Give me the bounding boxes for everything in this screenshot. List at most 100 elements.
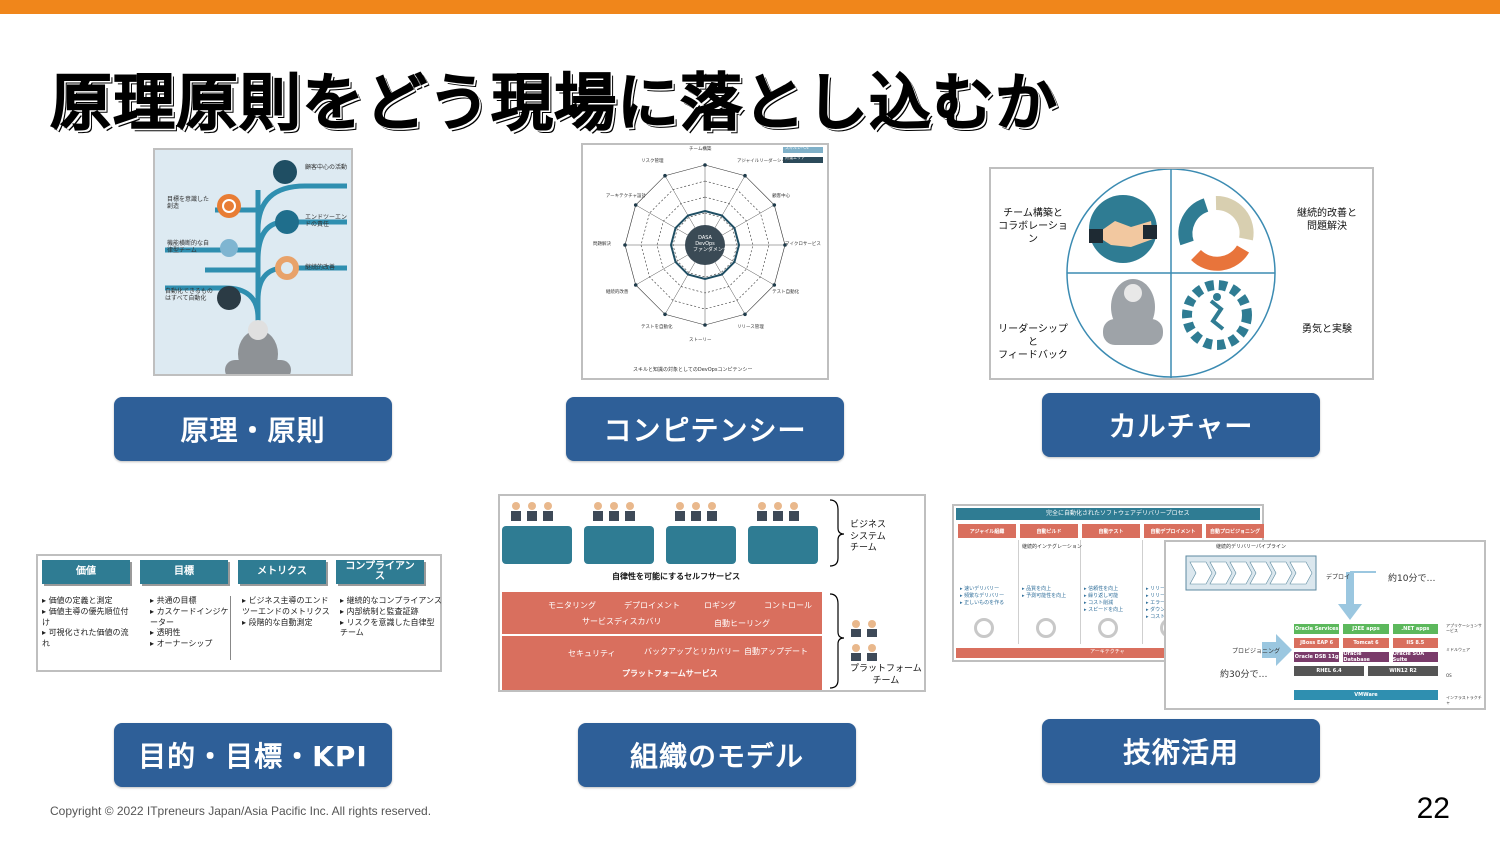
page-title: 原理原則をどう現場に落とし込むか: [49, 66, 1059, 140]
goals-column: ▸ ビジネス主導のエンドツーエンドのメトリクス ▸ 段階的な自動測定: [242, 596, 334, 628]
list-item: ▸ 段階的な自動測定: [242, 617, 313, 627]
culture-figure: チーム構築と コラボレーション 継続的改善と 問題解決 リーダーシップと フィー…: [989, 167, 1374, 380]
radar-point: [743, 312, 747, 317]
platform-services-box: モニタリング デプロイメント ロギング コントロール サービスディスカバリ 自動…: [502, 592, 822, 690]
process-bullet: ▸ エラー削減: [1146, 600, 1176, 606]
copyright-footer: Copyright © 2022 ITpreneurs Japan/Asia P…: [50, 804, 432, 818]
process-bullet: ▸ 頻繁なデリバリー: [960, 593, 1005, 599]
radar-point: [772, 283, 777, 287]
service-label: 自動ヒーリング: [714, 619, 770, 628]
list-item: ▸ 共通の目標: [150, 596, 197, 605]
goals-table: 価値 目標 メトリクス コンプライアンス ▸ 価値の定義と測定 ▸ 価値主導の優…: [36, 554, 442, 672]
principle-item: 顧客中心の活動: [305, 164, 348, 171]
stack-chip: J2EE apps: [1343, 624, 1389, 634]
goals-column: ▸ 価値の定義と測定 ▸ 価値主導の優先順位付け ▸ 可視化された価値の流れ: [42, 596, 132, 650]
radar-point: [772, 203, 777, 207]
radar-axis-label: 継続的改善: [605, 290, 629, 295]
column-separator: [1142, 540, 1143, 644]
principle-item: 目標を意識した創造: [167, 196, 210, 211]
service-label: サービスディスカバリ: [582, 617, 662, 626]
radar-axis-label: ストーリー: [689, 338, 712, 343]
goals-header: コンプライアンス: [336, 560, 424, 584]
culture-button[interactable]: カルチャー: [1042, 393, 1320, 457]
org-model-button[interactable]: 組織のモデル: [578, 723, 856, 787]
radar-point: [623, 243, 627, 247]
goals-kpi-button[interactable]: 目的・目標・KPI: [114, 723, 392, 787]
radar-point: [633, 203, 638, 207]
team-box: [748, 526, 818, 564]
stack-chip: Oracle DSB 11g: [1294, 652, 1340, 662]
gear-icon: [974, 618, 994, 638]
process-header: 完全に自動化されたソフトウェアデリバリープロセス: [1046, 510, 1190, 517]
column-separator: [1080, 540, 1081, 644]
radar-axis-label: リスク管理: [641, 158, 664, 164]
gear-icon: [1098, 618, 1118, 638]
process-bullet: ▸ 繰り返し可能: [1084, 593, 1119, 599]
list-item: ▸ 可視化された価値の流れ: [42, 628, 129, 649]
team-box: [666, 526, 736, 564]
legend-label: 知識エリア: [785, 155, 805, 160]
principle-item: エンドツーエンドの責任: [305, 214, 348, 229]
legend-label: スキルレベル: [785, 145, 809, 150]
radar-axis-label: テストを自動化: [641, 325, 673, 331]
deploy-label: デプロイ: [1326, 574, 1351, 581]
team-box: [584, 526, 654, 564]
pipeline-figure: 継続的デリバリーパイプライン デプロイ 約10分で… プロビジョニング 約30分…: [1164, 540, 1486, 710]
list-item: ▸ リスクを意識した自律型チーム: [340, 617, 435, 638]
architecture-label: アーキテクチャ: [1090, 649, 1125, 655]
stack-layer-label: インフラストラクチャ: [1446, 695, 1482, 705]
radar-axis-label: リリース管理: [737, 325, 764, 331]
time-10-label: 約10分で…: [1388, 574, 1436, 584]
service-label: バックアップとリカバリー: [644, 647, 740, 656]
platform-services-label: プラットフォームサービス: [622, 669, 718, 678]
radar-point: [633, 283, 638, 287]
radar-axis-label: アーキテクチャ設計: [605, 194, 647, 199]
radar-point: [663, 312, 667, 317]
principle-item: 機能横断的な自律型チーム: [167, 240, 210, 255]
culture-quadrant-label: 継続的改善と 問題解決: [1297, 208, 1357, 232]
stack-chip: WIN12 R2: [1368, 666, 1438, 676]
radar-center: [685, 225, 725, 265]
radar-axis-label: アジャイルリーダーシップ: [737, 158, 791, 164]
process-bullet: ▸ 予測可能性を向上: [1022, 593, 1067, 599]
stack-layer-label: OS: [1446, 673, 1452, 678]
stack-chip: JBoss EAP 6: [1294, 638, 1340, 648]
list-item: ▸ 継続的なコンプライアンス: [340, 596, 442, 605]
column-separator: [1018, 540, 1019, 644]
legend-swatch: [783, 157, 823, 163]
stack-layer-label: ミドルウェア: [1446, 647, 1470, 652]
process-bullet: ▸ スピードを向上: [1084, 607, 1124, 613]
process-bullet: ▸ コスト削減: [1084, 600, 1114, 606]
goals-header: 価値: [42, 560, 130, 584]
list-item: ▸ 価値主導の優先順位付け: [42, 606, 129, 627]
radar-inner-ring: [669, 209, 741, 281]
tech-button[interactable]: 技術活用: [1042, 719, 1320, 783]
radar-point: [663, 173, 667, 178]
goals-column: ▸ 共通の目標 ▸ カスケードインジケーター ▸ 透明性 ▸ オーナーシップ: [150, 596, 230, 650]
culture-quadrant-label: リーダーシップと フィードバック: [998, 324, 1068, 361]
process-column-header: 自動プロビジョニング: [1206, 524, 1264, 538]
radar-point: [703, 163, 707, 167]
service-label: モニタリング: [548, 601, 596, 610]
list-item: ▸ 内部統制と監査証跡: [340, 606, 419, 616]
competency-radar-chart: [623, 163, 787, 327]
competency-button[interactable]: コンピテンシー: [566, 397, 844, 461]
goals-header: 目標: [140, 560, 228, 584]
list-item: ▸ 価値の定義と測定: [42, 596, 113, 605]
principles-button[interactable]: 原理・原則: [114, 397, 392, 461]
time-30-label: 約30分で…: [1220, 670, 1268, 680]
team-box: [502, 526, 572, 564]
process-bullet: ▸ 正しいものを作る: [960, 600, 1005, 606]
platform-team-label: プラットフォーム チーム: [850, 664, 922, 686]
culture-quadrant-label: 勇気と実験: [1302, 324, 1352, 335]
goals-header: メトリクス: [238, 560, 326, 584]
list-item: ▸ カスケードインジケーター: [150, 606, 229, 627]
process-column-header: 自動テスト: [1082, 524, 1140, 538]
legend-swatch: [783, 147, 823, 153]
service-label: 自動アップデート: [744, 647, 808, 656]
gear-icon: [1036, 618, 1056, 638]
process-bullet: ▸ 信頼性を向上: [1084, 586, 1119, 592]
radar-axis-label: 問題解決: [593, 242, 611, 247]
list-item: ▸ オーナーシップ: [150, 639, 213, 649]
top-accent-bar: [0, 0, 1500, 14]
